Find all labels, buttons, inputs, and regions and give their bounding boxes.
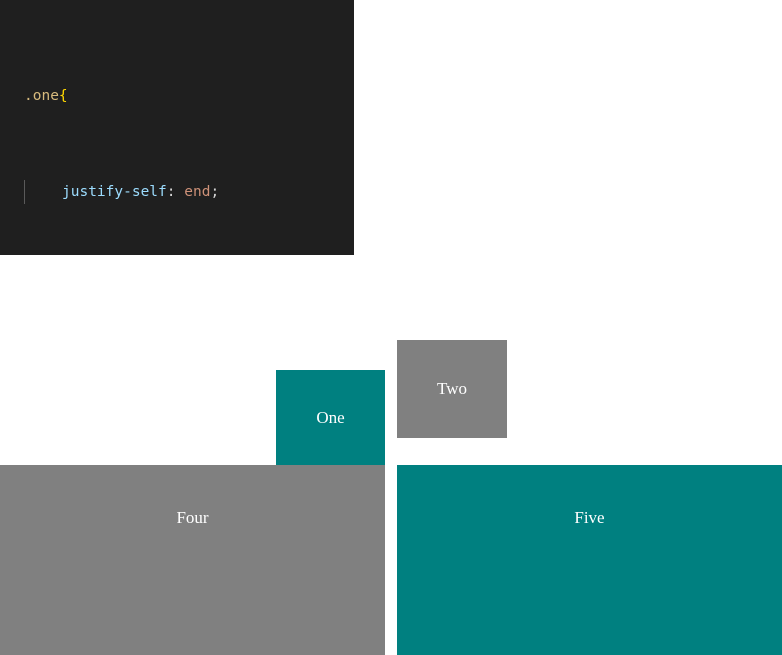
code-editor-panel[interactable]: .one{ justify-self: end; align-self: end… bbox=[0, 0, 354, 255]
css-value: end bbox=[184, 184, 211, 200]
css-colon: : bbox=[166, 184, 176, 200]
css-property: justify-self bbox=[62, 184, 167, 200]
grid-item-four: Four bbox=[0, 465, 385, 655]
code-line-declaration: justify-self: end; bbox=[0, 180, 354, 204]
grid-container: One Two Four Five bbox=[0, 313, 782, 655]
grid-item-five: Five bbox=[397, 465, 782, 655]
code-line-selector-one: .one{ bbox=[0, 84, 354, 108]
css-open-brace: { bbox=[58, 88, 68, 104]
grid-item-one: One bbox=[276, 370, 385, 465]
css-selector: .one bbox=[24, 88, 59, 104]
grid-item-two: Two bbox=[397, 340, 507, 438]
css-semicolon: ; bbox=[210, 184, 220, 200]
css-space bbox=[176, 184, 185, 200]
